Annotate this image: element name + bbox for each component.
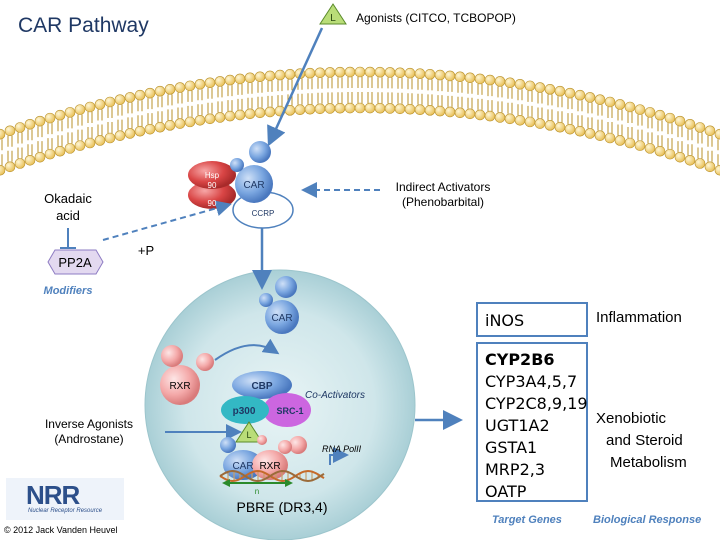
inverse-agonists-line2: (Androstane)	[54, 432, 123, 446]
agonist-label: Agonists (CITCO, TCBOPOP)	[356, 11, 516, 25]
pbre-arrow-left	[222, 479, 230, 487]
pp2a-shape	[47, 249, 104, 275]
car-label: CAR	[243, 180, 264, 191]
pp2a-arrow	[102, 200, 232, 241]
src1-label: SRC-1	[276, 406, 303, 416]
copyright-text: © 2012 Jack Vanden Heuvel	[4, 525, 118, 535]
hsp-number-1: 90	[208, 181, 217, 190]
xeno-line2: and Steroid	[606, 432, 683, 449]
indirect-activators-line2: (Phenobarbital)	[402, 195, 484, 209]
rxr-label: RXR	[169, 381, 190, 392]
ligand-letter: L	[246, 430, 251, 440]
logo-subtitle: Nuclear Receptor Resource	[28, 508, 103, 514]
target-gene: CYP2C8,9,19	[485, 394, 588, 413]
car-hsp90-complex	[188, 141, 294, 229]
agonist-arrow	[267, 27, 324, 147]
agonist-letter: L	[330, 13, 336, 24]
nuclear-car	[259, 276, 299, 334]
logo-text: NRR	[26, 480, 80, 510]
dna-helix	[219, 469, 325, 483]
ligand-triangle	[235, 421, 263, 443]
modifiers-label: Modifiers	[44, 285, 93, 297]
nuclear-car-label: CAR	[271, 313, 292, 324]
pp2a-label: PP2A	[58, 255, 92, 270]
xeno-line1: Xenobiotic	[596, 410, 667, 427]
cbp-label: CBP	[251, 381, 272, 392]
target-gene: CYP2B6	[485, 350, 555, 369]
phospho-label: +P	[138, 243, 154, 258]
inflammation-label: Inflammation	[596, 309, 682, 326]
car-rxr-arrow	[214, 338, 280, 361]
target-gene: MRP2,3	[485, 460, 546, 479]
target-genes-label: Target Genes	[492, 514, 562, 526]
bio-response-label: Biological Response	[593, 514, 702, 526]
p300-label: p300	[233, 406, 256, 417]
inflammation-gene: iNOS	[485, 311, 525, 330]
hsp-label: Hsp	[205, 171, 220, 180]
hsp-number-2: 90	[208, 199, 217, 208]
ccrp-label: CCRP	[252, 209, 275, 218]
coactivators-label: Co-Activators	[305, 390, 365, 401]
indirect-activators-line1: Indirect Activators	[396, 180, 491, 194]
xeno-line3: Metabolism	[610, 454, 687, 471]
okadaic-line2: acid	[56, 208, 80, 223]
pbre-arrow-right	[285, 479, 293, 487]
page-title: CAR Pathway	[18, 14, 149, 37]
target-gene: UGT1A2	[485, 416, 550, 435]
target-gene: CYP3A4,5,7	[485, 372, 578, 391]
nrr-logo: NRR Nuclear Receptor Resource	[6, 478, 124, 520]
dna-rxr-label: RXR	[259, 461, 280, 472]
rna-pol-label: RNA PolII	[322, 444, 362, 454]
transcription-arrow	[329, 447, 349, 465]
dna-car-label: CAR	[232, 461, 253, 472]
pbre-label: PBRE (DR3,4)	[236, 499, 327, 515]
rxr-cluster	[160, 345, 214, 405]
coactivator-complex	[221, 371, 311, 454]
inverse-agonists-line1: Inverse Agonists	[45, 417, 133, 431]
target-gene: OATP	[485, 482, 527, 501]
agonist-triangle	[319, 3, 347, 25]
cell-membrane	[0, 66, 720, 176]
target-gene: GSTA1	[485, 438, 538, 457]
okadaic-line1: Okadaic	[44, 191, 92, 206]
inflammation-gene-box: iNOS	[476, 302, 588, 337]
n-label: n	[255, 487, 259, 496]
